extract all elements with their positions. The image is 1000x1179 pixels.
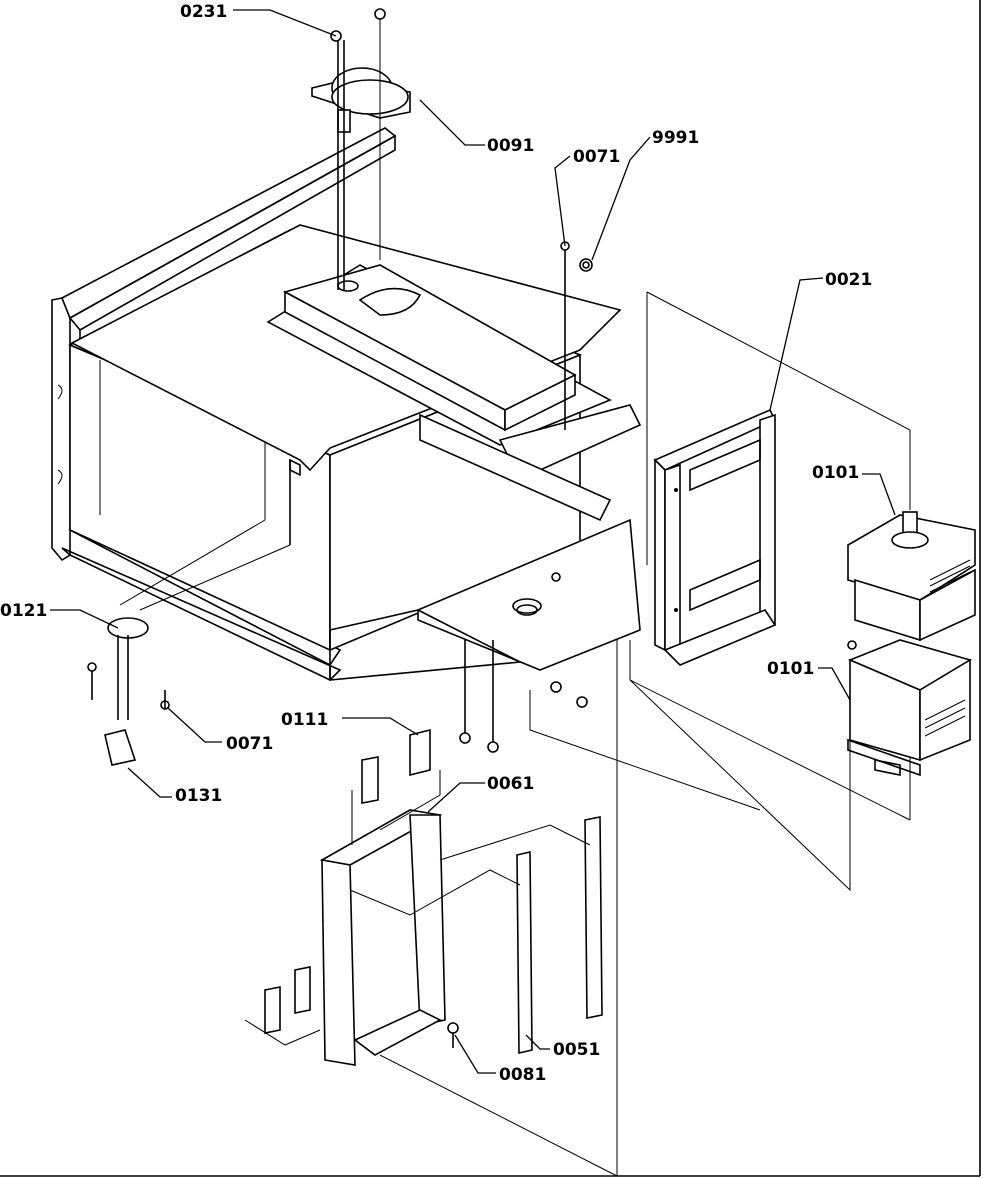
label-0021: 0021 (825, 270, 872, 290)
label-0071-lower: 0071 (226, 734, 273, 754)
bracket-0021 (653, 408, 777, 666)
label-0111: 0111 (281, 710, 328, 730)
top-plate (70, 224, 642, 681)
label-0231: 0231 (180, 2, 227, 22)
label-0101-lower: 0101 (767, 659, 814, 679)
label-0051: 0051 (553, 1040, 600, 1060)
label-0121: 0121 (0, 601, 47, 621)
latch-frame-0061 (264, 728, 603, 1066)
label-0071-top: 0071 (573, 147, 620, 167)
label-0091: 0091 (487, 136, 534, 156)
label-9991: 9991 (652, 128, 699, 148)
magnetron-upper (847, 511, 976, 642)
screws-under-plate (459, 572, 588, 753)
part-labels: 0231 0091 0071 9991 0021 0101 0101 0121 … (0, 2, 872, 1085)
page-frame (0, 0, 981, 1177)
label-0131: 0131 (175, 786, 222, 806)
label-0081: 0081 (499, 1065, 546, 1085)
magnetron-lower (847, 639, 972, 777)
label-0061: 0061 (487, 774, 534, 794)
motor-0091 (311, 8, 411, 290)
thermostat-0121 (87, 617, 170, 766)
label-0101-upper: 0101 (812, 463, 859, 483)
connector-lines (244, 770, 591, 1046)
leader-lines (50, 9, 896, 1074)
assembly-guides (379, 291, 911, 1177)
